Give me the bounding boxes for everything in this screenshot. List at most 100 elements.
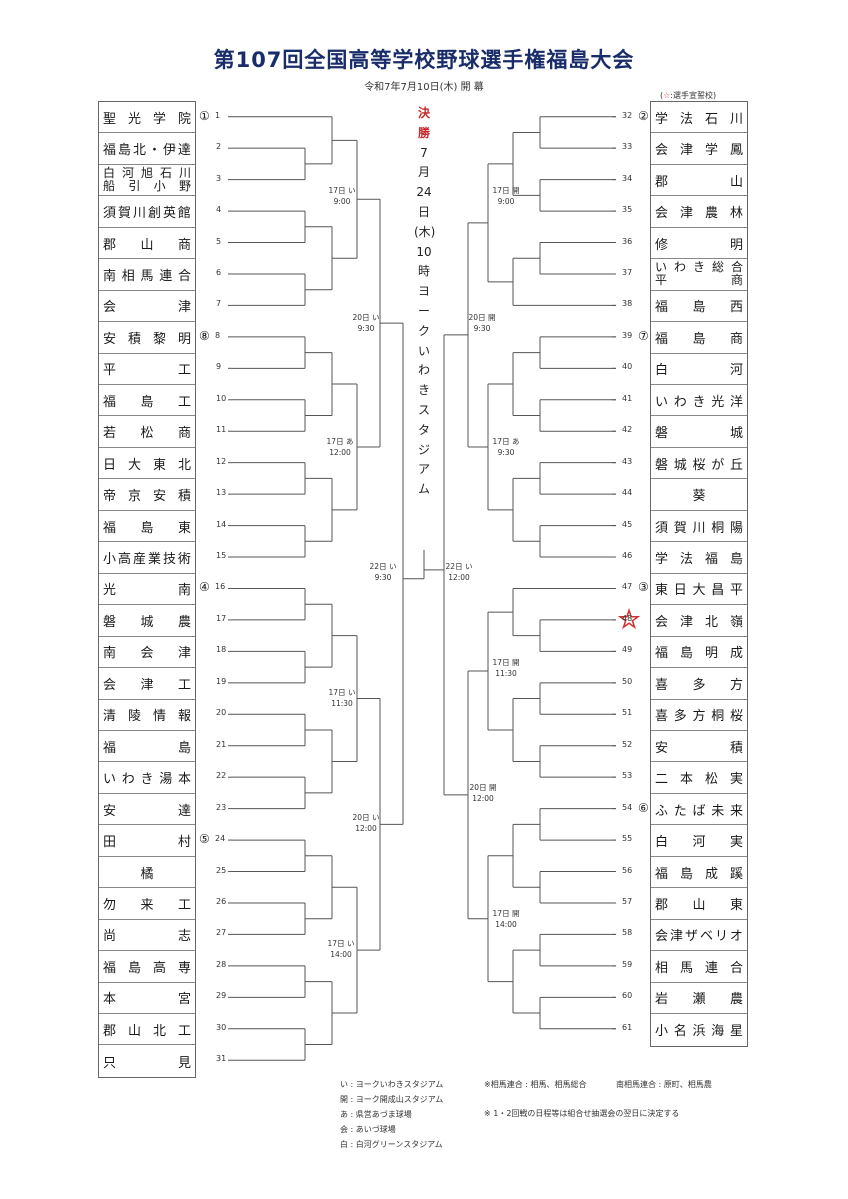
final-info-char: 7	[420, 145, 428, 160]
left-team-list: 聖光学院福島北・伊達白河旭石川船引小野須賀川創英館郡山商南相馬連合会津安積黎明平…	[98, 101, 196, 1078]
schedule-label: 17日 開 11:30	[484, 657, 528, 679]
team-entry: 白河	[651, 354, 747, 386]
team-entry: 福島	[99, 731, 195, 763]
draw-number: 18	[216, 645, 227, 655]
team-entry: 岩瀬農	[651, 983, 747, 1015]
final-info-char: い	[417, 343, 430, 358]
seed-mark: ①	[199, 108, 210, 123]
draw-number: 53	[622, 771, 633, 781]
schedule-time: 12:00	[448, 573, 470, 582]
draw-number: 15	[216, 551, 227, 561]
final-info-char: 24	[416, 185, 432, 200]
schedule-time: 9:00	[333, 197, 351, 206]
final-info-char: (木)	[414, 224, 436, 239]
team-entry: 二本松実	[651, 762, 747, 794]
final-info-char: ジ	[417, 442, 430, 457]
team-entry: 会津学鳳	[651, 133, 747, 165]
team-entry: 会津	[99, 291, 195, 323]
schedule-time: 9:30	[357, 324, 375, 333]
schedule-time: 12:00	[355, 824, 377, 833]
draw-number: 24	[215, 834, 226, 844]
draw-number: 28	[216, 959, 227, 969]
team-entry: 勿来工	[99, 888, 195, 920]
schedule-time: 12:00	[329, 448, 351, 457]
team-entry: 須賀川創英館	[99, 196, 195, 228]
team-entry: 橘	[99, 857, 195, 889]
draw-number: 61	[622, 1022, 633, 1032]
seed-mark: ④	[199, 580, 210, 595]
draw-number: 54	[622, 802, 633, 812]
team-entry: 福島高専	[99, 951, 195, 983]
final-info-char: 10	[416, 244, 432, 259]
draw-number: 23	[216, 802, 227, 812]
right-team-list: 学法石川会津学鳳郡山会津農林修明いわき総合平商福島西福島商白河いわき光洋磐城磐城…	[650, 101, 748, 1047]
draw-number: 48	[622, 613, 633, 623]
draw-number: 51	[622, 708, 633, 718]
schedule-time: 12:00	[472, 794, 494, 803]
final-info-char: タ	[417, 422, 430, 437]
schedule-day: 20日 開	[469, 783, 497, 792]
draw-number: 13	[216, 488, 227, 498]
draw-number: 19	[216, 676, 227, 686]
schedule-time: 11:30	[495, 669, 517, 678]
team-name-line: 白河旭石川	[103, 166, 191, 181]
draw-number: 60	[622, 991, 633, 1001]
team-entry: 福島西	[651, 291, 747, 323]
team-entry: ふたば未来	[651, 794, 747, 826]
draw-number: 43	[622, 456, 633, 466]
team-entry: いわき総合平商	[651, 259, 747, 291]
final-info-char: わ	[417, 363, 430, 378]
team-entry: 平工	[99, 354, 195, 386]
team-entry: 会津北嶺	[651, 605, 747, 637]
team-entry: 修明	[651, 228, 747, 260]
draw-number: 26	[216, 896, 227, 906]
team-entry: 郡山	[651, 165, 747, 197]
venue-legend-item: 開 : ヨーク開成山スタジアム	[340, 1095, 444, 1104]
team-entry: 小高産業技術	[99, 542, 195, 574]
team-entry: 福島東	[99, 511, 195, 543]
seed-mark: ⑦	[638, 328, 649, 343]
team-entry: 会津農林	[651, 196, 747, 228]
team-name-line: 船引小野	[103, 179, 191, 194]
team-entry: 南相馬連合	[99, 259, 195, 291]
team-entry: 相馬連合	[651, 951, 747, 983]
draw-number: 22	[216, 771, 227, 781]
team-entry: 学法福島	[651, 542, 747, 574]
draw-number: 38	[622, 299, 633, 309]
draw-number: 20	[216, 708, 227, 718]
schedule-day: 20日 い	[352, 313, 380, 322]
team-entry: 聖光学院	[99, 102, 195, 134]
draw-number: 41	[622, 393, 633, 403]
draw-number: 55	[622, 834, 633, 844]
team-entry: 只見	[103, 1055, 191, 1071]
schedule-day: 17日 開	[492, 658, 520, 667]
final-info-char: 勝	[417, 125, 430, 140]
schedule-label: 20日 開 12:00	[461, 782, 505, 804]
draw-number: 35	[622, 205, 633, 215]
schedule-day: 20日 い	[352, 813, 380, 822]
team-entry: 田村	[99, 825, 195, 857]
draw-number: 44	[622, 488, 633, 498]
pledge-note-close: )	[713, 91, 717, 100]
schedule-day: 17日 い	[328, 688, 356, 697]
draw-number: 45	[622, 519, 633, 529]
draw-number: 3	[216, 173, 222, 183]
pledge-note-open: (	[660, 91, 664, 100]
final-info-char: き	[417, 383, 430, 398]
team-entry: 清陵情報	[99, 700, 195, 731]
draw-number: 27	[216, 928, 227, 938]
team-entry: 福島成蹊	[651, 857, 747, 889]
team-entry: 喜多方	[651, 668, 747, 700]
draw-number: 25	[216, 865, 227, 875]
draw-number: 12	[216, 456, 227, 466]
seed-mark: ⑤	[199, 832, 210, 847]
team-entry: 福島商	[651, 322, 747, 354]
draw-number: 4	[216, 205, 222, 215]
team-entry: 安達	[99, 794, 195, 826]
team-entry: 日大東北	[99, 448, 195, 480]
schedule-day: 17日 開	[492, 186, 520, 195]
